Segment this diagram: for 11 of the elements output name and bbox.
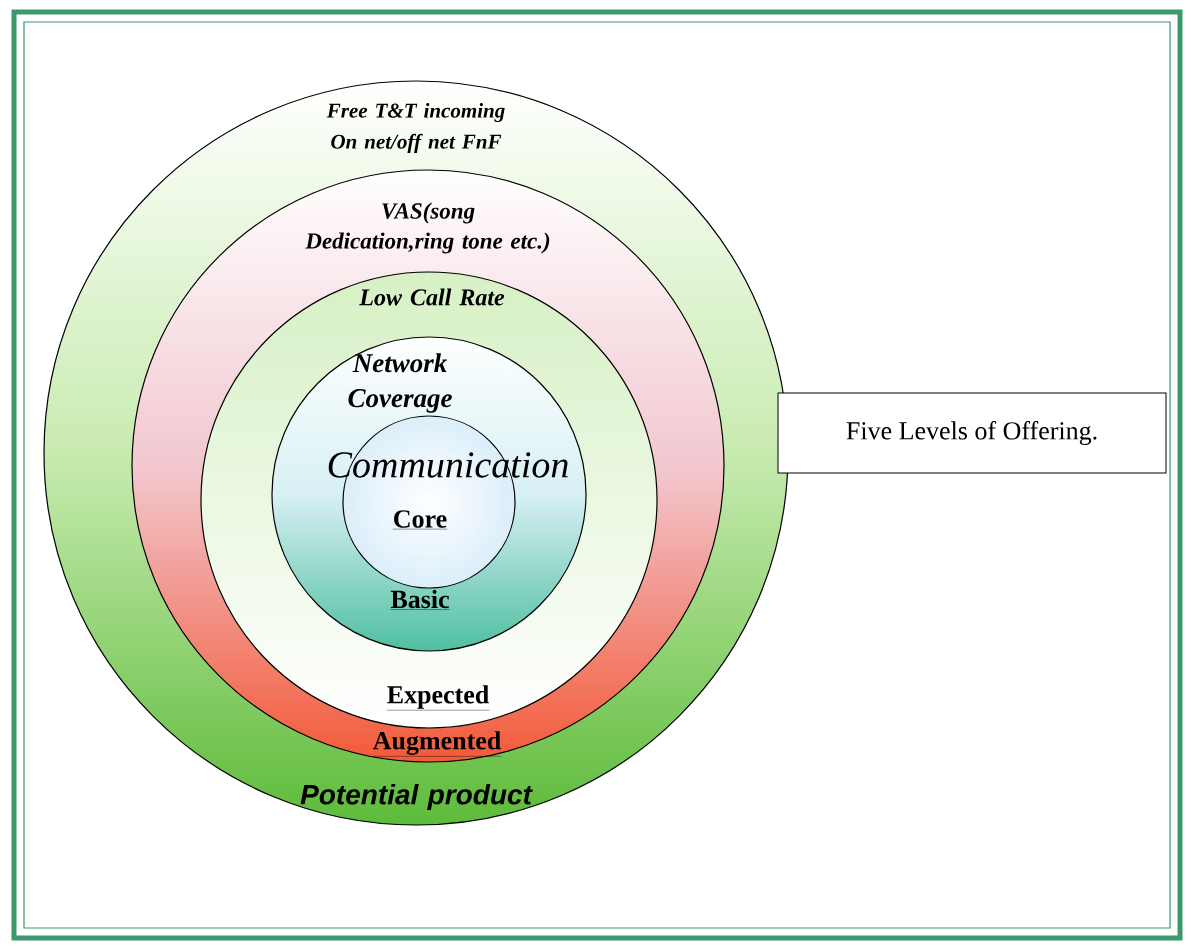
level-label: Basic — [390, 589, 450, 610]
level-label: Free T&T incoming On net/off net FnF — [326, 103, 505, 153]
level-label: Core — [392, 510, 448, 530]
level-label: Communication — [328, 452, 568, 478]
level-label: Low Call Rate — [359, 288, 505, 306]
level-label: Network Coverage — [348, 353, 452, 413]
level-label: Potential product — [300, 783, 533, 811]
level-label: VAS(song Dedication,ring tone etc.) — [305, 202, 550, 254]
level-label: Expected — [386, 685, 490, 711]
level-label: Augmented — [372, 731, 502, 757]
title-box: Five Levels of Offering. — [777, 392, 1167, 474]
